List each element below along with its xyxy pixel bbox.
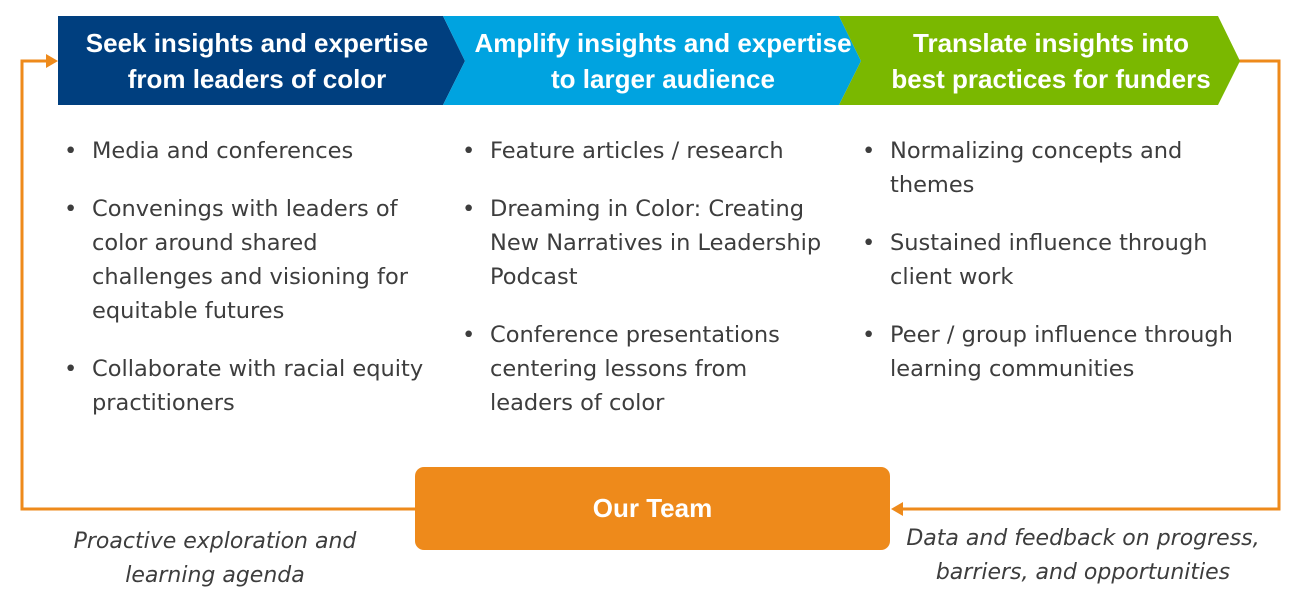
stage-seek: Seek insights and expertise from leaders… bbox=[58, 16, 465, 105]
stage-seek-chevron bbox=[58, 16, 465, 105]
stage-seek-title-line-2: from leaders of color bbox=[128, 64, 387, 94]
stage-amplify-chevron bbox=[443, 16, 861, 105]
list-item: Collaborate with racial equity practitio… bbox=[58, 352, 438, 420]
right-arrowhead-icon bbox=[891, 502, 903, 516]
left-feedback-arrow bbox=[20, 59, 415, 511]
list-item: Feature articles / research bbox=[456, 134, 836, 168]
stage-translate: Translate insights into best practices f… bbox=[839, 16, 1240, 105]
list-item: Normalizing concepts and themes bbox=[856, 134, 1236, 202]
stage-amplify-title-line-1: Amplify insights and expertise bbox=[474, 28, 851, 58]
translate-activities-list: Normalizing concepts and themes Sustaine… bbox=[856, 134, 1236, 410]
our-team-label: Our Team bbox=[592, 493, 713, 523]
list-item: Dreaming in Color: Creating New Narrativ… bbox=[456, 192, 836, 294]
stage-seek-title-line-1: Seek insights and expertise bbox=[86, 28, 428, 58]
right-feedback-arrow bbox=[900, 59, 1281, 511]
right-loop-note: Data and feedback on progress, barriers,… bbox=[906, 526, 1260, 585]
left-loop-note: Proactive exploration and learning agend… bbox=[73, 529, 357, 588]
seek-activities-list: Media and conferences Convenings with le… bbox=[58, 134, 438, 444]
list-item: Convenings with leaders of color around … bbox=[58, 192, 438, 328]
stage-translate-title-line-1: Translate insights into bbox=[913, 28, 1189, 58]
stage-amplify: Amplify insights and expertise to larger… bbox=[443, 16, 861, 105]
our-team-box: Our Team bbox=[415, 467, 890, 550]
list-item: Media and conferences bbox=[58, 134, 438, 168]
list-item: Sustained influence through client work bbox=[856, 226, 1236, 294]
list-item: Peer / group influence through learning … bbox=[856, 318, 1236, 386]
amplify-activities-list: Feature articles / research Dreaming in … bbox=[456, 134, 836, 444]
left-arrowhead-icon bbox=[46, 54, 58, 68]
stage-translate-title-line-2: best practices for funders bbox=[891, 64, 1210, 94]
stage-translate-chevron bbox=[839, 16, 1240, 105]
stage-amplify-title-line-2: to larger audience bbox=[551, 64, 775, 94]
list-item: Conference presentations centering lesso… bbox=[456, 318, 836, 420]
